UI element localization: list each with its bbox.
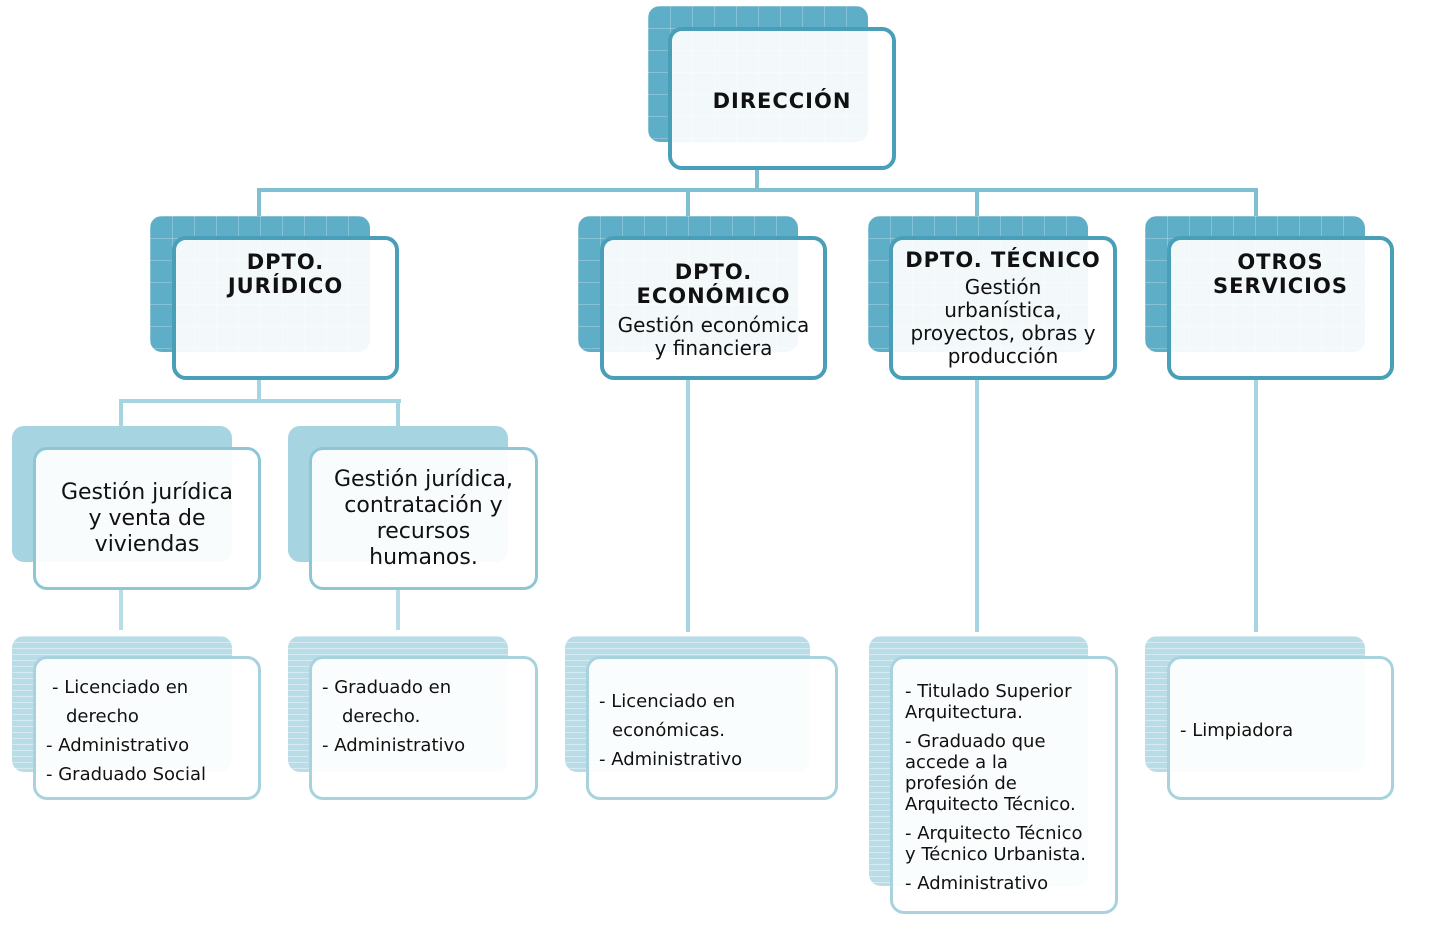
node-title: SERVICIOS: [1213, 274, 1348, 298]
staff-item: - Titulado Superior: [905, 681, 1072, 702]
staff-item: - Graduado que: [905, 731, 1046, 752]
node-title: ECONÓMICO: [636, 284, 791, 308]
node-direccion: DIRECCIÓN: [668, 27, 896, 170]
staff-item: - Administrativo: [599, 749, 743, 770]
node-title: DIRECCIÓN: [712, 89, 852, 113]
node-otros-servicios: OTROS SERVICIOS: [1167, 236, 1394, 380]
node-desc: contratación y: [344, 492, 503, 518]
staff-item: - Licenciado en: [599, 691, 736, 712]
node-title: OTROS: [1237, 250, 1324, 274]
node-title: DPTO.: [246, 250, 325, 274]
staff-item: derecho.: [342, 706, 421, 727]
connector: [755, 168, 759, 192]
connector: [396, 399, 400, 427]
staff-item: - Administrativo: [322, 735, 466, 756]
connector: [975, 378, 979, 632]
connector: [686, 188, 690, 218]
node-desc: recursos: [376, 518, 471, 544]
connector: [119, 588, 123, 630]
node-desc: urbanística,: [944, 298, 1062, 322]
connector: [396, 588, 400, 630]
staff-item: - Administrativo: [905, 873, 1049, 894]
node-title: DPTO.: [674, 260, 753, 284]
staff-box-otros: - Limpiadora: [1167, 656, 1394, 800]
node-dpto-tecnico: DPTO. TÉCNICO Gestión urbanística, proye…: [889, 236, 1117, 380]
staff-item: Arquitecto Técnico.: [905, 794, 1076, 815]
connector: [257, 188, 1258, 192]
node-desc: producción: [947, 344, 1059, 368]
node-title: DPTO. TÉCNICO: [905, 248, 1101, 272]
staff-item: - Administrativo: [46, 735, 190, 756]
node-desc: Gestión jurídica: [60, 479, 234, 505]
node-desc: y financiera: [654, 336, 773, 360]
node-desc: Gestión jurídica,: [333, 466, 514, 492]
staff-item: - Arquitecto Técnico: [905, 823, 1083, 844]
staff-item: Arquitectura.: [905, 702, 1023, 723]
staff-box-tecnico: - Titulado Superior Arquitectura. - Grad…: [890, 656, 1118, 914]
staff-item: accede a la: [905, 752, 1008, 773]
connector: [975, 188, 979, 218]
connector: [1254, 188, 1258, 218]
node-gestion-juridica-viviendas: Gestión jurídica y venta de viviendas: [33, 447, 261, 590]
node-dpto-economico: DPTO. ECONÓMICO Gestión económica y fina…: [600, 236, 827, 380]
node-desc: viviendas: [94, 531, 200, 557]
node-desc: humanos.: [369, 544, 478, 570]
node-desc: proyectos, obras y: [910, 321, 1096, 345]
connector: [257, 188, 261, 218]
node-desc: y venta de: [88, 505, 206, 531]
node-dpto-juridico: DPTO. JURÍDICO: [172, 236, 399, 380]
staff-item: - Limpiadora: [1180, 720, 1294, 741]
staff-box-juridica-viviendas: - Licenciado en derecho - Administrativo…: [33, 656, 261, 800]
node-desc: Gestión: [964, 275, 1042, 299]
staff-item: - Graduado en: [322, 677, 452, 698]
node-gestion-juridica-rrhh: Gestión jurídica, contratación y recurso…: [309, 447, 538, 590]
connector: [1254, 378, 1258, 632]
connector: [257, 378, 261, 402]
staff-item: - Licenciado en: [52, 677, 189, 698]
staff-item: económicas.: [612, 720, 725, 741]
staff-item: profesión de: [905, 773, 1017, 794]
staff-box-juridica-rrhh: - Graduado en derecho. - Administrativo: [309, 656, 538, 800]
node-title: JURÍDICO: [227, 274, 344, 298]
connector: [686, 378, 690, 632]
connector: [119, 399, 401, 403]
staff-box-economico: - Licenciado en económicas. - Administra…: [586, 656, 838, 800]
staff-item: y Técnico Urbanista.: [905, 844, 1086, 865]
staff-item: derecho: [66, 706, 139, 727]
staff-item: - Graduado Social: [46, 764, 206, 785]
connector: [119, 399, 123, 427]
node-desc: Gestión económica: [617, 313, 810, 337]
